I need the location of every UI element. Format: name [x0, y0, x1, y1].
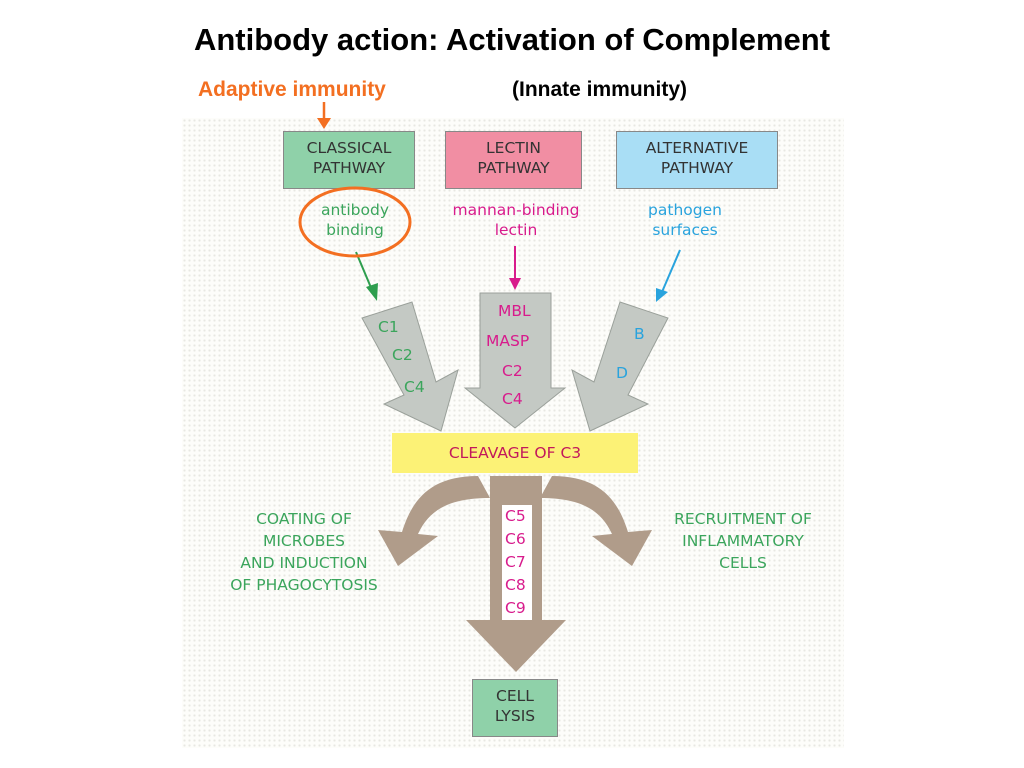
terminal-component-c5: C5 [505, 507, 526, 525]
lectin-flow-arrow [463, 292, 567, 429]
cell-lysis-box: CELL LYSIS [472, 679, 558, 737]
terminal-component-c9: C9 [505, 599, 526, 617]
subtitle-innate-immunity: (Innate immunity) [512, 78, 688, 101]
classical-component-c1: C1 [378, 318, 399, 336]
terminal-components-panel [502, 505, 532, 620]
slide-title: Antibody action: Activation of Complemen… [193, 22, 831, 57]
alternative-flow-arrow [571, 301, 669, 432]
terminal-component-c6: C6 [505, 530, 526, 548]
alternative-component-b: B [634, 325, 645, 343]
lectin-component-c4: C4 [502, 390, 523, 408]
lectin-component-c2: C2 [502, 362, 523, 380]
cleavage-of-c3-box: CLEAVAGE OF C3 [392, 433, 638, 473]
classical-component-c4: C4 [404, 378, 425, 396]
antibody-binding-label: antibody binding [320, 201, 390, 239]
pathogen-surfaces-label: pathogen surfaces [648, 201, 722, 239]
alternative-pathway-box: ALTERNATIVE PATHWAY [616, 131, 778, 189]
recruitment-label: RECRUITMENT OF INFLAMMATORY CELLS [674, 510, 812, 572]
subtitle-adaptive-immunity: Adaptive immunity [198, 78, 386, 101]
classical-flow-arrow [361, 301, 459, 432]
classical-component-c2: C2 [392, 346, 413, 364]
lectin-pathway-box: LECTIN PATHWAY [445, 131, 582, 189]
lectin-component-masp: MASP [486, 332, 530, 350]
lectin-component-mbl: MBL [498, 302, 531, 320]
coating-of-microbes-label: COATING OF MICROBES AND INDUCTION OF PHA… [230, 510, 378, 594]
right-outcome-arrow [540, 476, 652, 566]
left-outcome-arrow [378, 476, 490, 566]
terminal-component-c7: C7 [505, 553, 526, 571]
mannan-binding-lectin-label: mannan-binding lectin [452, 201, 580, 239]
terminal-component-c8: C8 [505, 576, 526, 594]
classical-pathway-box: CLASSICAL PATHWAY [283, 131, 415, 189]
alternative-component-d: D [616, 364, 628, 382]
